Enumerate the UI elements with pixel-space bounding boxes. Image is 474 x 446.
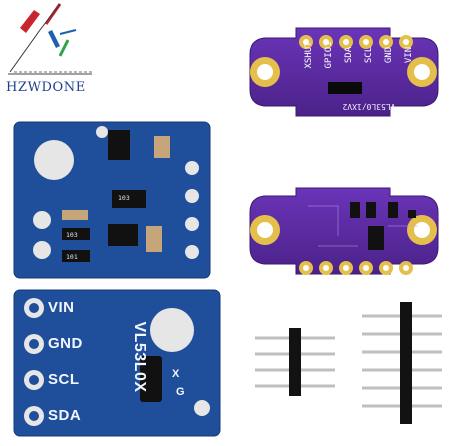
blue-extra-g: G bbox=[176, 386, 185, 398]
pin-label-xshut: XSHUT bbox=[304, 41, 314, 69]
pin-header-4 bbox=[255, 328, 335, 396]
chip-code-2: 103 bbox=[66, 231, 78, 239]
chip-code-3: 101 bbox=[66, 253, 78, 261]
blue-pin-scl: SCL bbox=[48, 371, 80, 388]
blue-extra-x: X bbox=[172, 368, 180, 380]
logo-brand-text: HZWDONE bbox=[6, 80, 86, 95]
purple-sensor-board-back bbox=[249, 187, 439, 275]
hzwdone-logo: HZWDONE bbox=[0, 0, 110, 110]
pin-label-sda: SDA bbox=[344, 46, 354, 64]
pin-label-scl: SCL bbox=[364, 46, 374, 64]
chip-code-1: 103 bbox=[118, 194, 130, 202]
blue-model-label: VL53L0X bbox=[131, 321, 148, 393]
blue-sensor-board-front bbox=[13, 121, 211, 279]
purple-sensor-board-top bbox=[249, 27, 439, 117]
pin-header-6 bbox=[362, 302, 442, 424]
blue-pin-sda: SDA bbox=[48, 407, 82, 424]
purple-pin-labels: VIN GND SCL SDA GPIO1 XSHUT bbox=[283, 24, 423, 84]
blue-pin-vin: VIN bbox=[48, 299, 75, 316]
purple-part-label: VL53L0/1XV2 bbox=[342, 102, 396, 111]
pin-label-vin: VIN bbox=[404, 46, 414, 64]
pin-label-gnd: GND bbox=[384, 46, 394, 64]
pin-label-gpio1: GPIO1 bbox=[324, 41, 334, 69]
blue-pin-gnd: GND bbox=[48, 335, 83, 352]
blue-sensor-board-back bbox=[13, 289, 221, 437]
hzwdone-logo-icon bbox=[8, 3, 92, 75]
